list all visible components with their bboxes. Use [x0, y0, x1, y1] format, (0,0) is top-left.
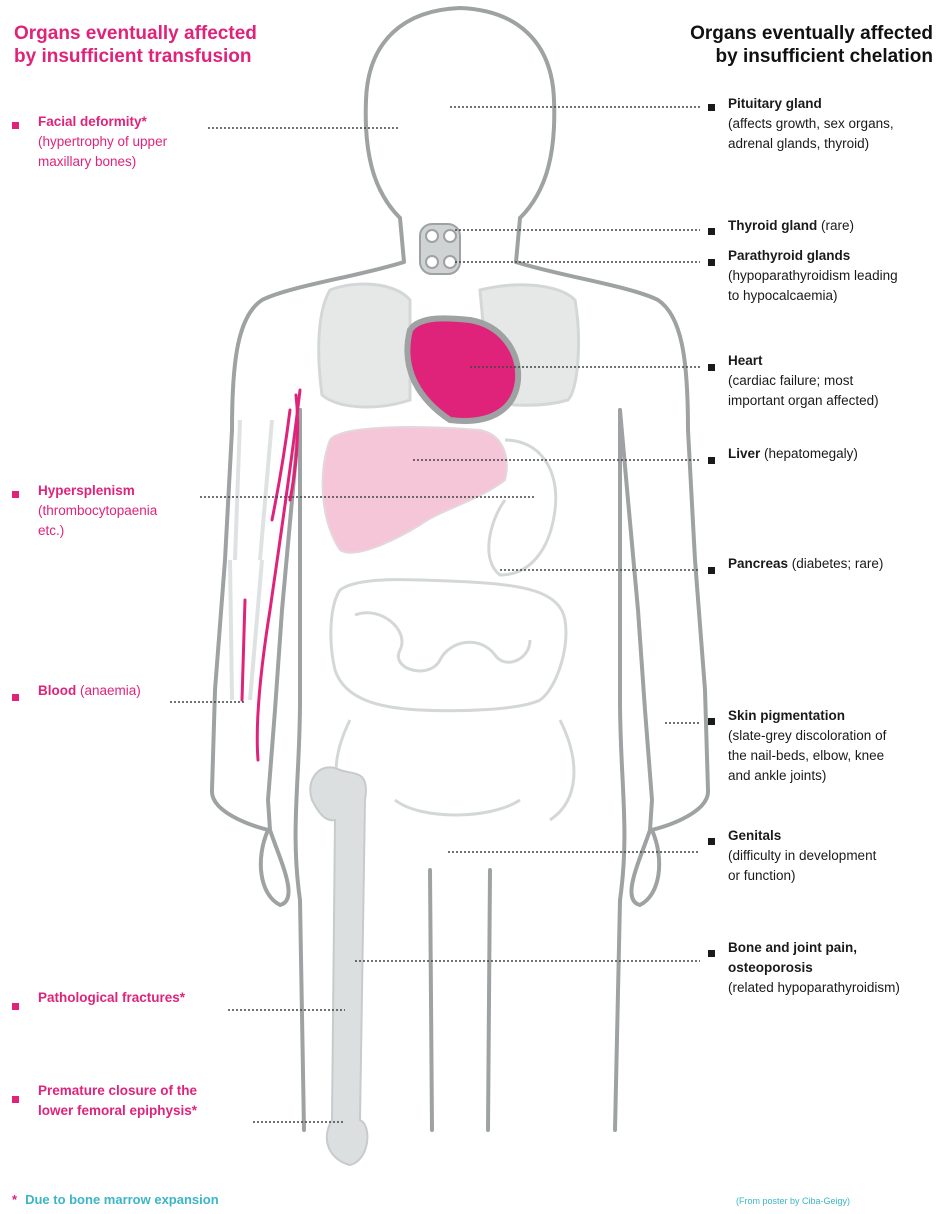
label-premature-closure: Premature closure of the lower femoral e…	[38, 1081, 197, 1121]
label-title: Thyroid gland	[728, 218, 817, 233]
label-pancreas: Pancreas (diabetes; rare)	[728, 554, 883, 574]
bullet-thyroid	[708, 228, 715, 235]
bullet-epiphysis	[12, 1096, 19, 1103]
header-left: Organs eventually affected by insufficie…	[14, 22, 257, 68]
femur-shape	[310, 767, 367, 1165]
label-blood: Blood (anaemia)	[38, 681, 141, 701]
label-desc: (difficulty in development	[728, 846, 876, 866]
label-desc: (affects growth, sex organs,	[728, 114, 894, 134]
label-skin-pigmentation: Skin pigmentation (slate-grey discolorat…	[728, 706, 886, 786]
label-heart: Heart (cardiac failure; most important o…	[728, 351, 879, 411]
bullet-genitals	[708, 838, 715, 845]
head-outline	[366, 8, 555, 218]
footnote-text: Due to bone marrow expansion	[25, 1192, 219, 1207]
label-parathyroid-glands: Parathyroid glands (hypoparathyroidism l…	[728, 246, 898, 306]
label-title: lower femoral epiphysis*	[38, 1101, 197, 1121]
label-desc: or function)	[728, 866, 876, 886]
right-side-outline	[615, 410, 624, 1130]
label-desc: (related hypoparathyroidism)	[728, 978, 900, 998]
label-desc: (hypoparathyroidism leading	[728, 266, 898, 286]
left-lung	[319, 284, 410, 407]
label-liver: Liver (hepatomegaly)	[728, 444, 858, 464]
right-hand-outline	[631, 830, 659, 905]
label-inline: (rare)	[817, 218, 854, 233]
label-desc: (thrombocytopaenia	[38, 501, 157, 521]
label-desc: to hypocalcaemia)	[728, 286, 898, 306]
bullet-pancreas	[708, 567, 715, 574]
left-side-outline	[296, 410, 304, 1130]
label-title: Facial deformity*	[38, 114, 147, 129]
bullet-heart	[708, 364, 715, 371]
label-bone-joint-pain: Bone and joint pain, osteoporosis (relat…	[728, 938, 900, 998]
label-desc: (hypertrophy of upper	[38, 132, 167, 152]
liver-shape	[323, 427, 507, 553]
label-desc: important organ affected)	[728, 391, 879, 411]
inner-leg-outline	[430, 870, 490, 1130]
heart-shape	[407, 318, 518, 421]
label-desc: adrenal glands, thyroid)	[728, 134, 894, 154]
label-desc: the nail-beds, elbow, knee	[728, 746, 886, 766]
pelvis-shape	[336, 720, 574, 820]
source-credit: (From poster by Ciba-Geigy)	[736, 1196, 850, 1206]
header-left-line: by insufficient transfusion	[14, 45, 257, 68]
footnote-star: *	[12, 1192, 17, 1207]
bullet-blood	[12, 694, 19, 701]
label-title: Hypersplenism	[38, 483, 135, 498]
header-left-line: Organs eventually affected	[14, 22, 257, 45]
label-title: Genitals	[728, 828, 781, 843]
label-title: Liver	[728, 446, 760, 461]
label-genitals: Genitals (difficulty in development or f…	[728, 826, 876, 886]
label-inline: (diabetes; rare)	[788, 556, 883, 571]
header-right-line: by insufficient chelation	[690, 45, 933, 68]
bullet-parathyroid	[708, 259, 715, 266]
label-pituitary-gland: Pituitary gland (affects growth, sex org…	[728, 94, 894, 154]
label-title: Parathyroid glands	[728, 248, 850, 263]
bullet-fractures	[12, 1003, 19, 1010]
header-right: Organs eventually affected by insufficie…	[690, 22, 933, 68]
label-pathological-fractures: Pathological fractures*	[38, 988, 185, 1008]
blood-vessel	[257, 390, 300, 760]
bullet-bone	[708, 950, 715, 957]
label-title: Premature closure of the	[38, 1081, 197, 1101]
bullet-skin	[708, 718, 715, 725]
label-desc: and ankle joints)	[728, 766, 886, 786]
footnote: * Due to bone marrow expansion	[12, 1192, 219, 1207]
label-title: Skin pigmentation	[728, 708, 845, 723]
label-desc: (slate-grey discoloration of	[728, 726, 886, 746]
bullet-facial	[12, 122, 19, 129]
label-title: Pathological fractures*	[38, 990, 185, 1005]
label-title: Pituitary gland	[728, 96, 822, 111]
bullet-pituitary	[708, 104, 715, 111]
label-title: Pancreas	[728, 556, 788, 571]
label-inline: (hepatomegaly)	[760, 446, 858, 461]
bullet-hypersplenism	[12, 491, 19, 498]
left-hand-outline	[261, 830, 289, 905]
header-right-line: Organs eventually affected	[690, 22, 933, 45]
label-desc: (cardiac failure; most	[728, 371, 879, 391]
label-hypersplenism: Hypersplenism (thrombocytopaenia etc.)	[38, 481, 157, 541]
arm-bone	[230, 420, 272, 700]
label-inline: (anaemia)	[76, 683, 141, 698]
label-thyroid-gland: Thyroid gland (rare)	[728, 216, 854, 236]
label-title: Blood	[38, 683, 76, 698]
label-desc: maxillary bones)	[38, 152, 167, 172]
label-desc: etc.)	[38, 521, 157, 541]
label-title: osteoporosis	[728, 958, 900, 978]
label-facial-deformity: Facial deformity* (hypertrophy of upper …	[38, 112, 167, 172]
label-title: Heart	[728, 353, 763, 368]
label-title: Bone and joint pain,	[728, 940, 857, 955]
bullet-liver	[708, 457, 715, 464]
